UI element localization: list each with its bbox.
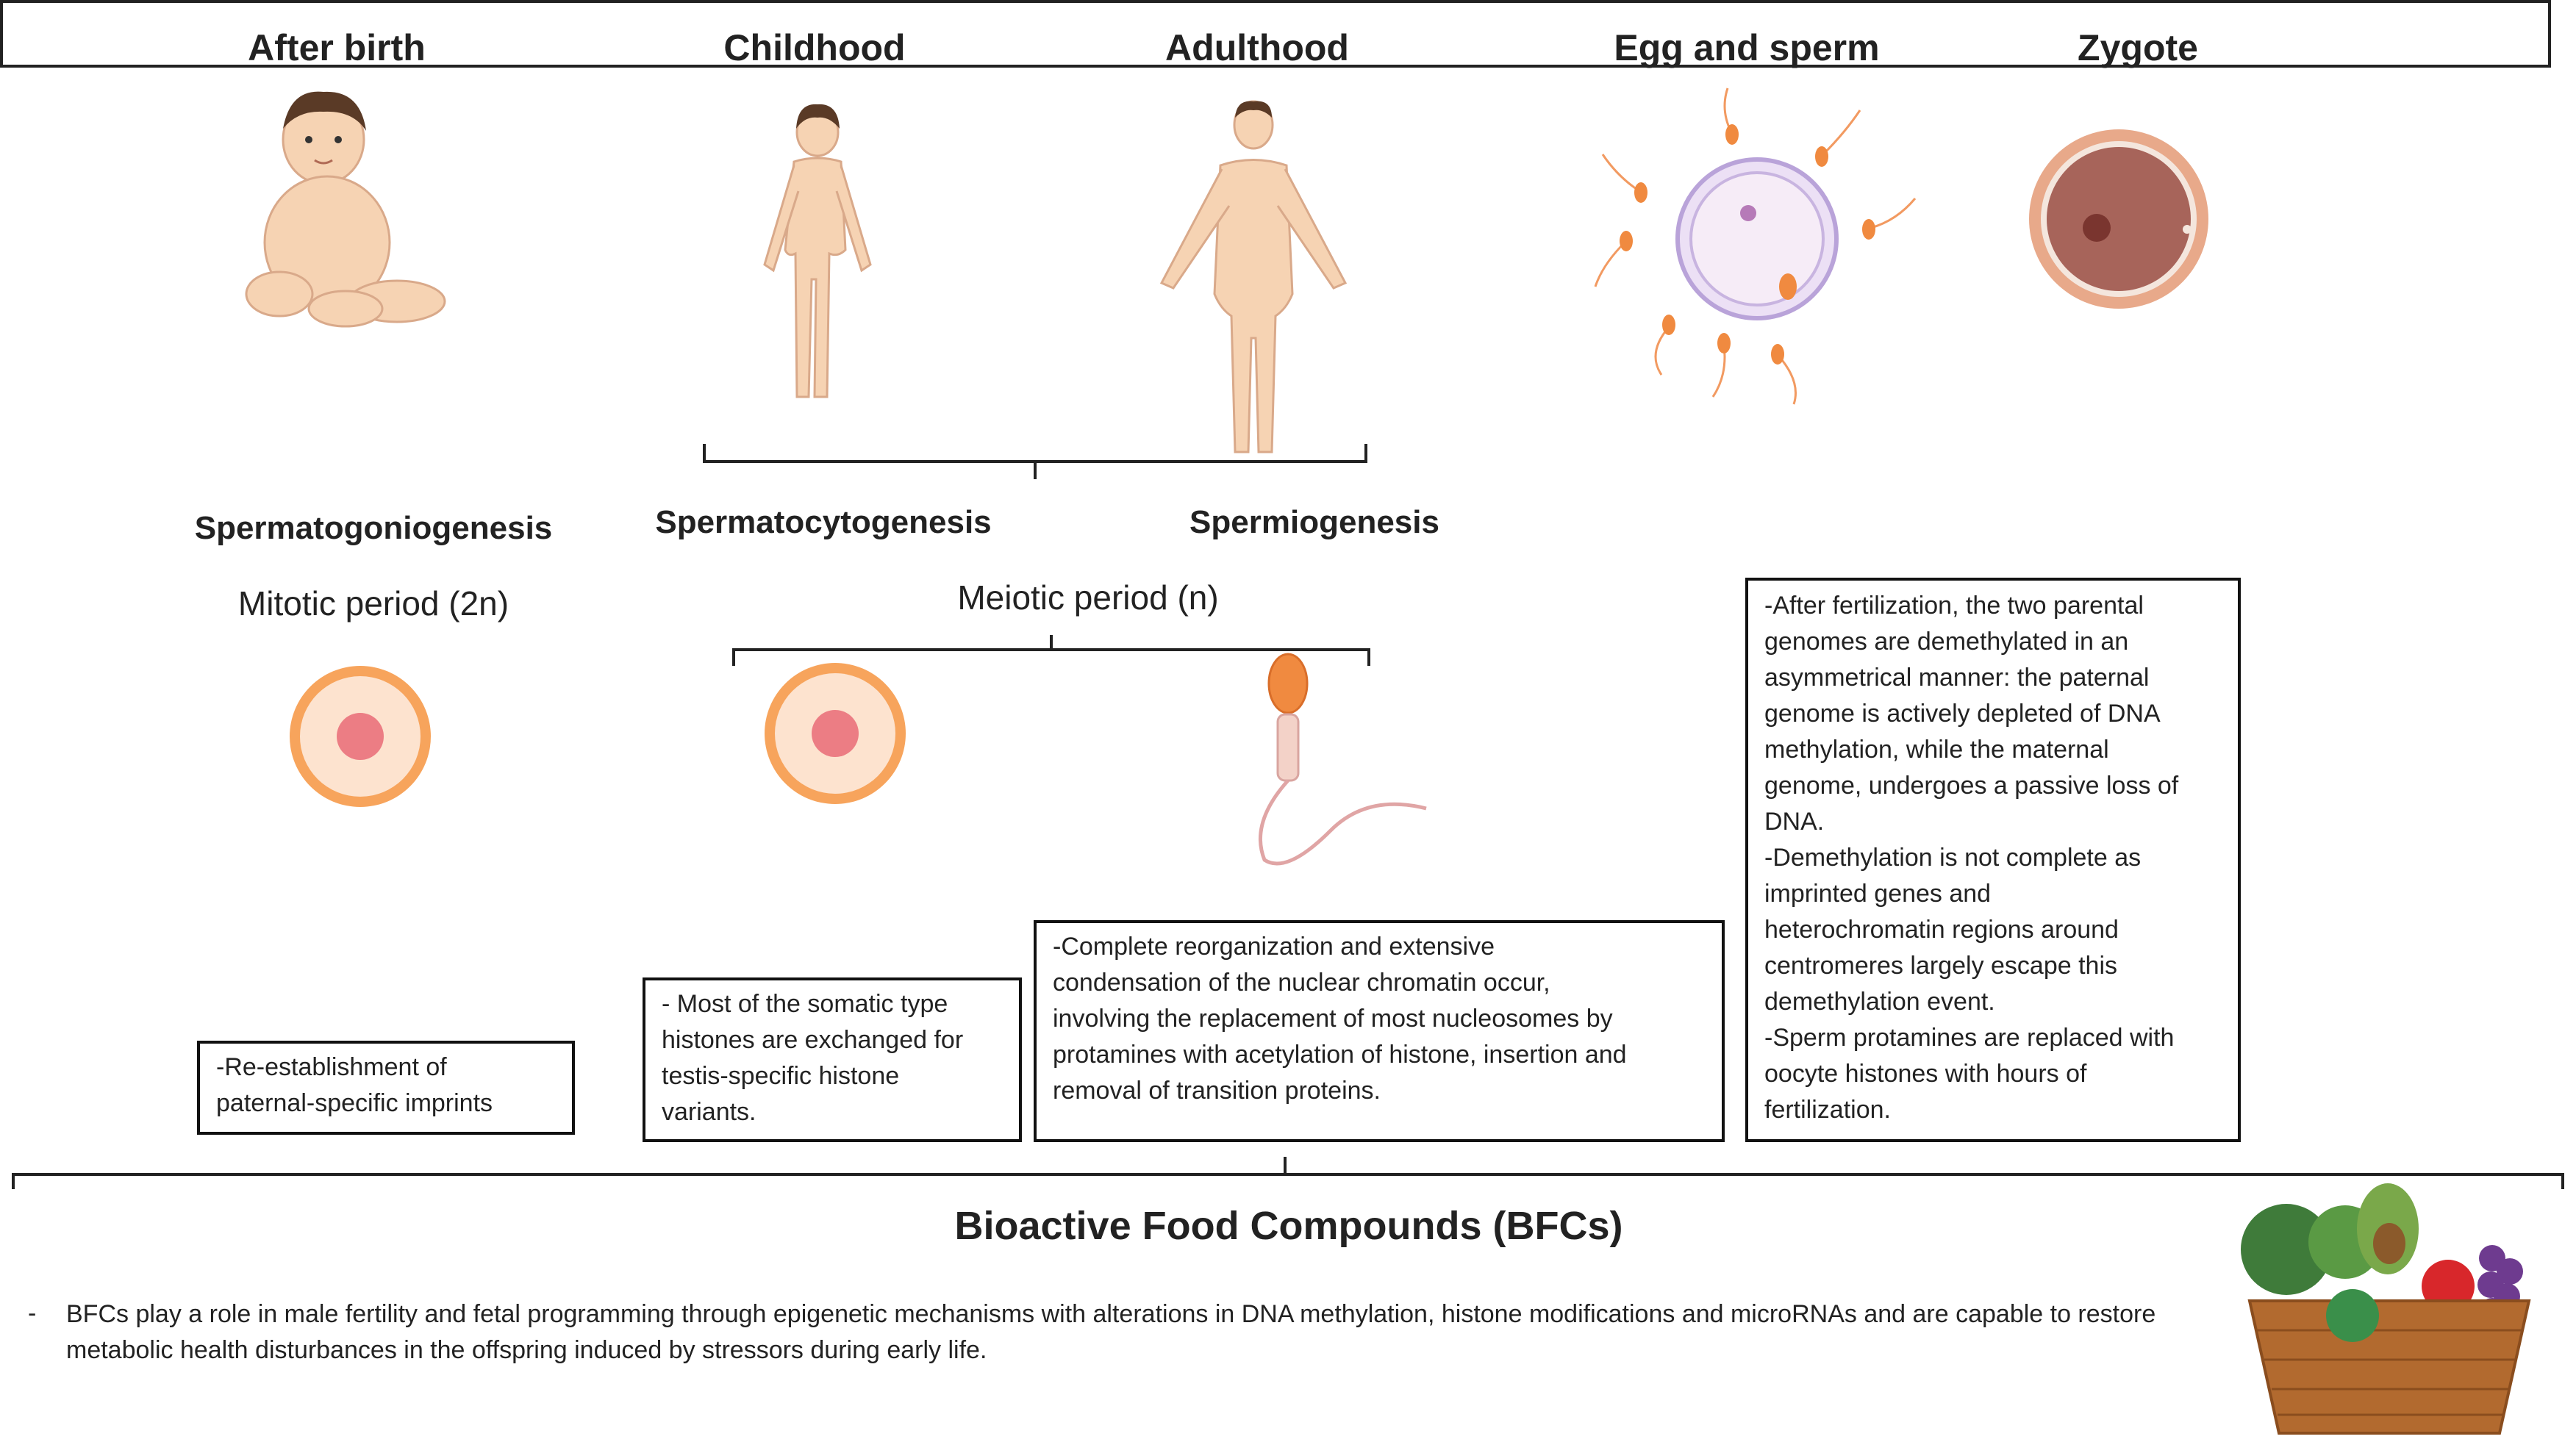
box-imprints: -Re-establishment of paternal-specific i… <box>197 1041 575 1135</box>
header-childhood: Childhood <box>723 27 906 68</box>
bfc-title: Bioactive Food Compounds (BFCs) <box>954 1204 1623 1248</box>
child-icon <box>763 104 872 398</box>
adult-man-icon <box>1159 100 1348 453</box>
label-spermiogenesis: Spermiogenesis <box>1189 504 1439 540</box>
header-zygote: Zygote <box>2078 27 2198 68</box>
germ-cell-icon <box>290 666 431 807</box>
bfc-bracket <box>12 1157 2564 1189</box>
box-fertilization: -After fertilization, the two parental g… <box>1745 578 2241 1142</box>
bfc-description: BFCs play a role in male fertility and f… <box>66 1300 2156 1364</box>
box-chromatin: -Complete reorganization and extensive c… <box>1034 920 1725 1142</box>
label-meiotic-period: Meiotic period (n) <box>957 578 1219 617</box>
label-mitotic-period: Mitotic period (2n) <box>237 584 509 623</box>
upper-bracket <box>703 444 1367 479</box>
box-histones: - Most of the somatic type histones are … <box>643 977 1022 1142</box>
header-egg-and-sperm: Egg and sperm <box>1614 27 1880 68</box>
label-spermatogoniogenesis: Spermatogoniogenesis <box>194 510 553 546</box>
germ-cell-icon <box>765 663 906 804</box>
label-spermatocytogenesis: Spermatocytogenesis <box>655 504 992 540</box>
food-basket-icon <box>2241 1183 2531 1435</box>
meiotic-bracket <box>732 635 1370 666</box>
zygote-icon <box>2029 129 2208 309</box>
egg-and-sperm-icon <box>1594 87 1917 405</box>
header-bar <box>0 0 2551 68</box>
header-adulthood: Adulthood <box>1165 27 1349 68</box>
bfc-bullet-dash: - <box>28 1299 37 1327</box>
sperm-cell-icon <box>1259 653 1427 866</box>
baby-icon <box>245 91 446 328</box>
header-after-birth: After birth <box>248 27 426 68</box>
